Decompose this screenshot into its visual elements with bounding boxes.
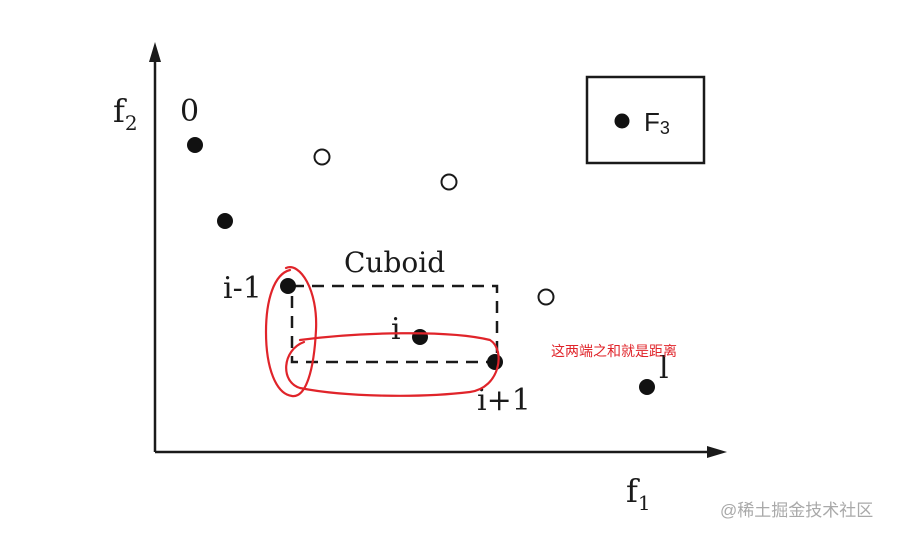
- point-label-l: l: [659, 351, 669, 386]
- legend-label: F3: [644, 107, 670, 138]
- point-label-0: 0: [180, 94, 199, 129]
- y-axis-arrow-icon: [149, 42, 161, 62]
- point-pip1: [487, 354, 503, 370]
- watermark-text: @稀土掘金技术社区: [720, 501, 873, 520]
- cuboid-label: Cuboid: [344, 246, 445, 279]
- point-pl: [639, 379, 655, 395]
- points-layer: [187, 137, 655, 395]
- red-loop-vertical: [264, 266, 318, 398]
- annotation-text: 这两端之和就是距离: [551, 343, 677, 359]
- point-p1: [217, 213, 233, 229]
- point-label-i: i: [391, 312, 401, 347]
- cuboid-box: [290, 284, 499, 364]
- point-p0: [187, 137, 203, 153]
- legend-marker-icon: [614, 113, 630, 129]
- red-annotations: [264, 266, 500, 398]
- point-o3: [537, 288, 555, 306]
- x-axis-arrow-icon: [707, 446, 727, 458]
- x-axis-label: f1: [626, 472, 651, 515]
- red-loop-horizontal: [285, 332, 500, 397]
- point-pi: [412, 329, 428, 345]
- y-axis-label: f2: [113, 92, 138, 135]
- point-label-i-1: i-1: [223, 271, 262, 306]
- point-pim1: [280, 278, 296, 294]
- point-label-i+1: i+1: [477, 383, 531, 418]
- point-o2: [440, 173, 458, 191]
- axes: [153, 52, 715, 454]
- point-o1: [313, 148, 331, 166]
- legend-box: [585, 75, 706, 165]
